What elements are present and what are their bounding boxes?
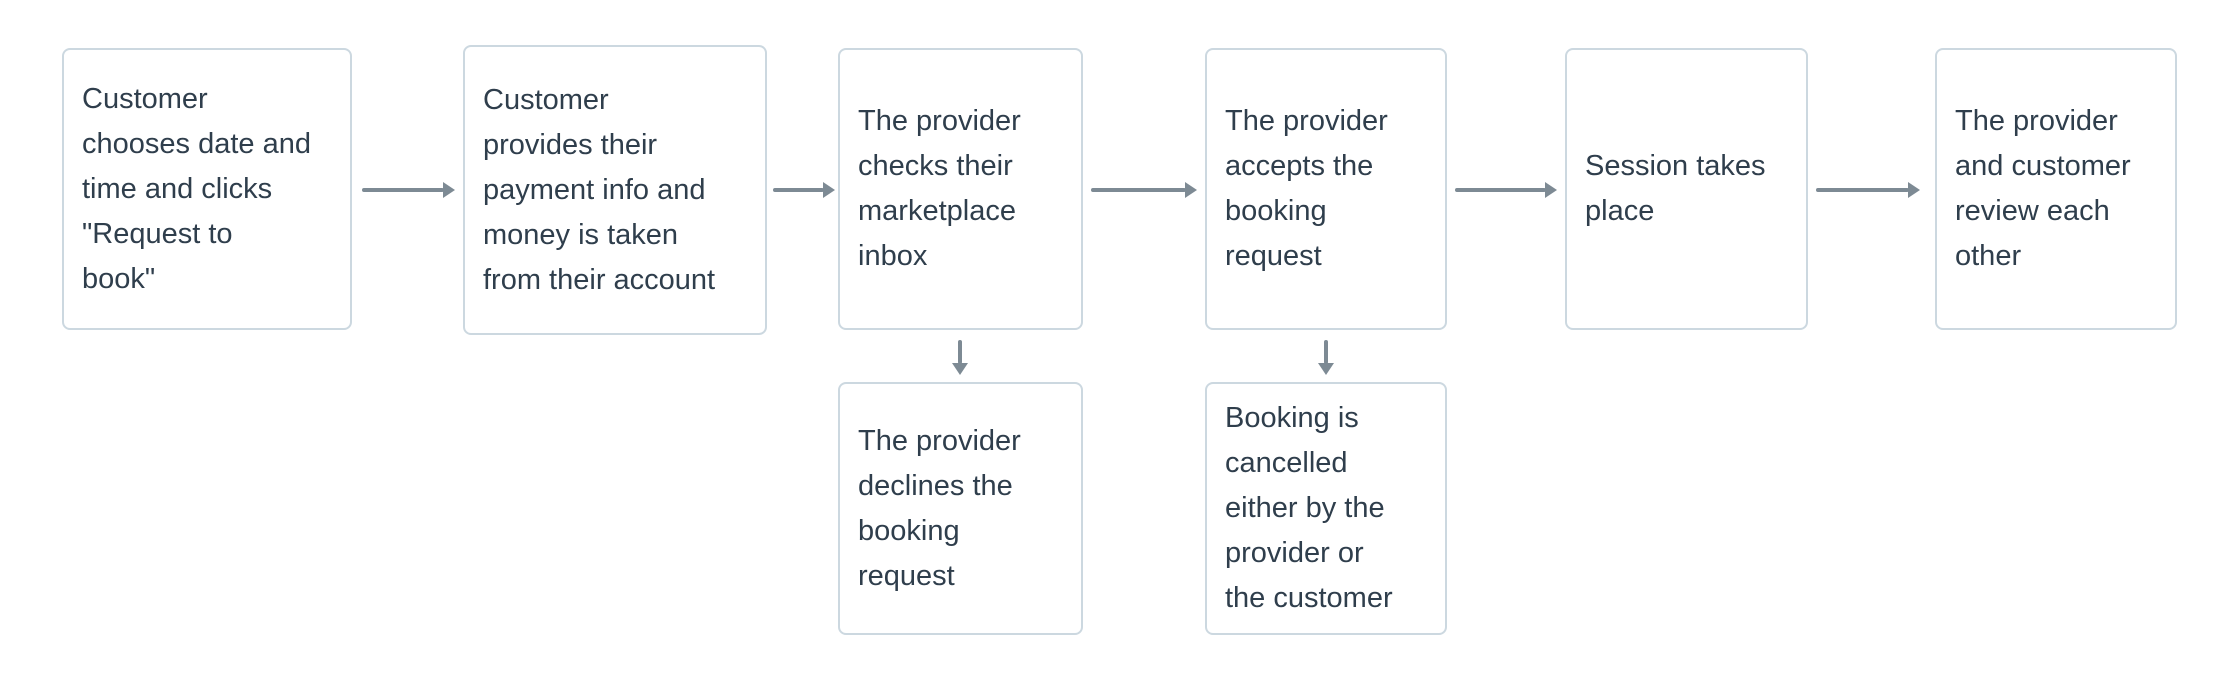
arrow-shaft	[773, 188, 824, 192]
arrow-right-icon	[1816, 182, 1920, 198]
arrow-right-icon	[1091, 182, 1197, 198]
arrow-right-icon	[773, 182, 835, 198]
arrow-shaft	[1091, 188, 1186, 192]
flow-node-session-label: Session takes place	[1585, 150, 1766, 227]
flow-node-check-inbox: The provider checks their marketplace in…	[838, 48, 1083, 330]
arrow-head	[1185, 182, 1197, 198]
arrow-shaft	[362, 188, 444, 192]
arrow-head	[1318, 363, 1334, 375]
flow-node-decline-request: The provider declines the booking reques…	[838, 382, 1083, 635]
arrow-head	[1908, 182, 1920, 198]
flow-node-accept-request-label: The provider accepts the booking request	[1225, 105, 1388, 272]
flow-node-session: Session takes place	[1565, 48, 1808, 330]
flow-node-check-inbox-label: The provider checks their marketplace in…	[858, 105, 1021, 272]
flow-node-review: The provider and customer review each ot…	[1935, 48, 2177, 330]
arrow-head	[823, 182, 835, 198]
flow-node-decline-request-label: The provider declines the booking reques…	[858, 424, 1021, 592]
flow-node-choose-date: Customer chooses date and time and click…	[62, 48, 352, 330]
arrow-head	[1545, 182, 1557, 198]
flow-node-accept-request: The provider accepts the booking request	[1205, 48, 1447, 330]
arrow-down-icon	[952, 340, 968, 375]
arrow-right-icon	[1455, 182, 1557, 198]
arrow-down-icon	[1318, 340, 1334, 375]
arrow-shaft	[1324, 340, 1328, 364]
arrow-shaft	[1455, 188, 1546, 192]
arrow-right-icon	[362, 182, 455, 198]
arrow-shaft	[1816, 188, 1909, 192]
flow-node-payment-info-label: Customer provides their payment info and…	[483, 83, 716, 296]
arrow-head	[443, 182, 455, 198]
flow-node-review-label: The provider and customer review each ot…	[1955, 105, 2131, 272]
flow-node-payment-info: Customer provides their payment info and…	[463, 45, 767, 335]
flow-node-choose-date-label: Customer chooses date and time and click…	[82, 82, 311, 295]
arrow-head	[952, 363, 968, 375]
flow-node-booking-cancelled-label: Booking is cancelled either by the provi…	[1225, 402, 1393, 614]
arrow-shaft	[958, 340, 962, 364]
flow-node-booking-cancelled: Booking is cancelled either by the provi…	[1205, 382, 1447, 635]
